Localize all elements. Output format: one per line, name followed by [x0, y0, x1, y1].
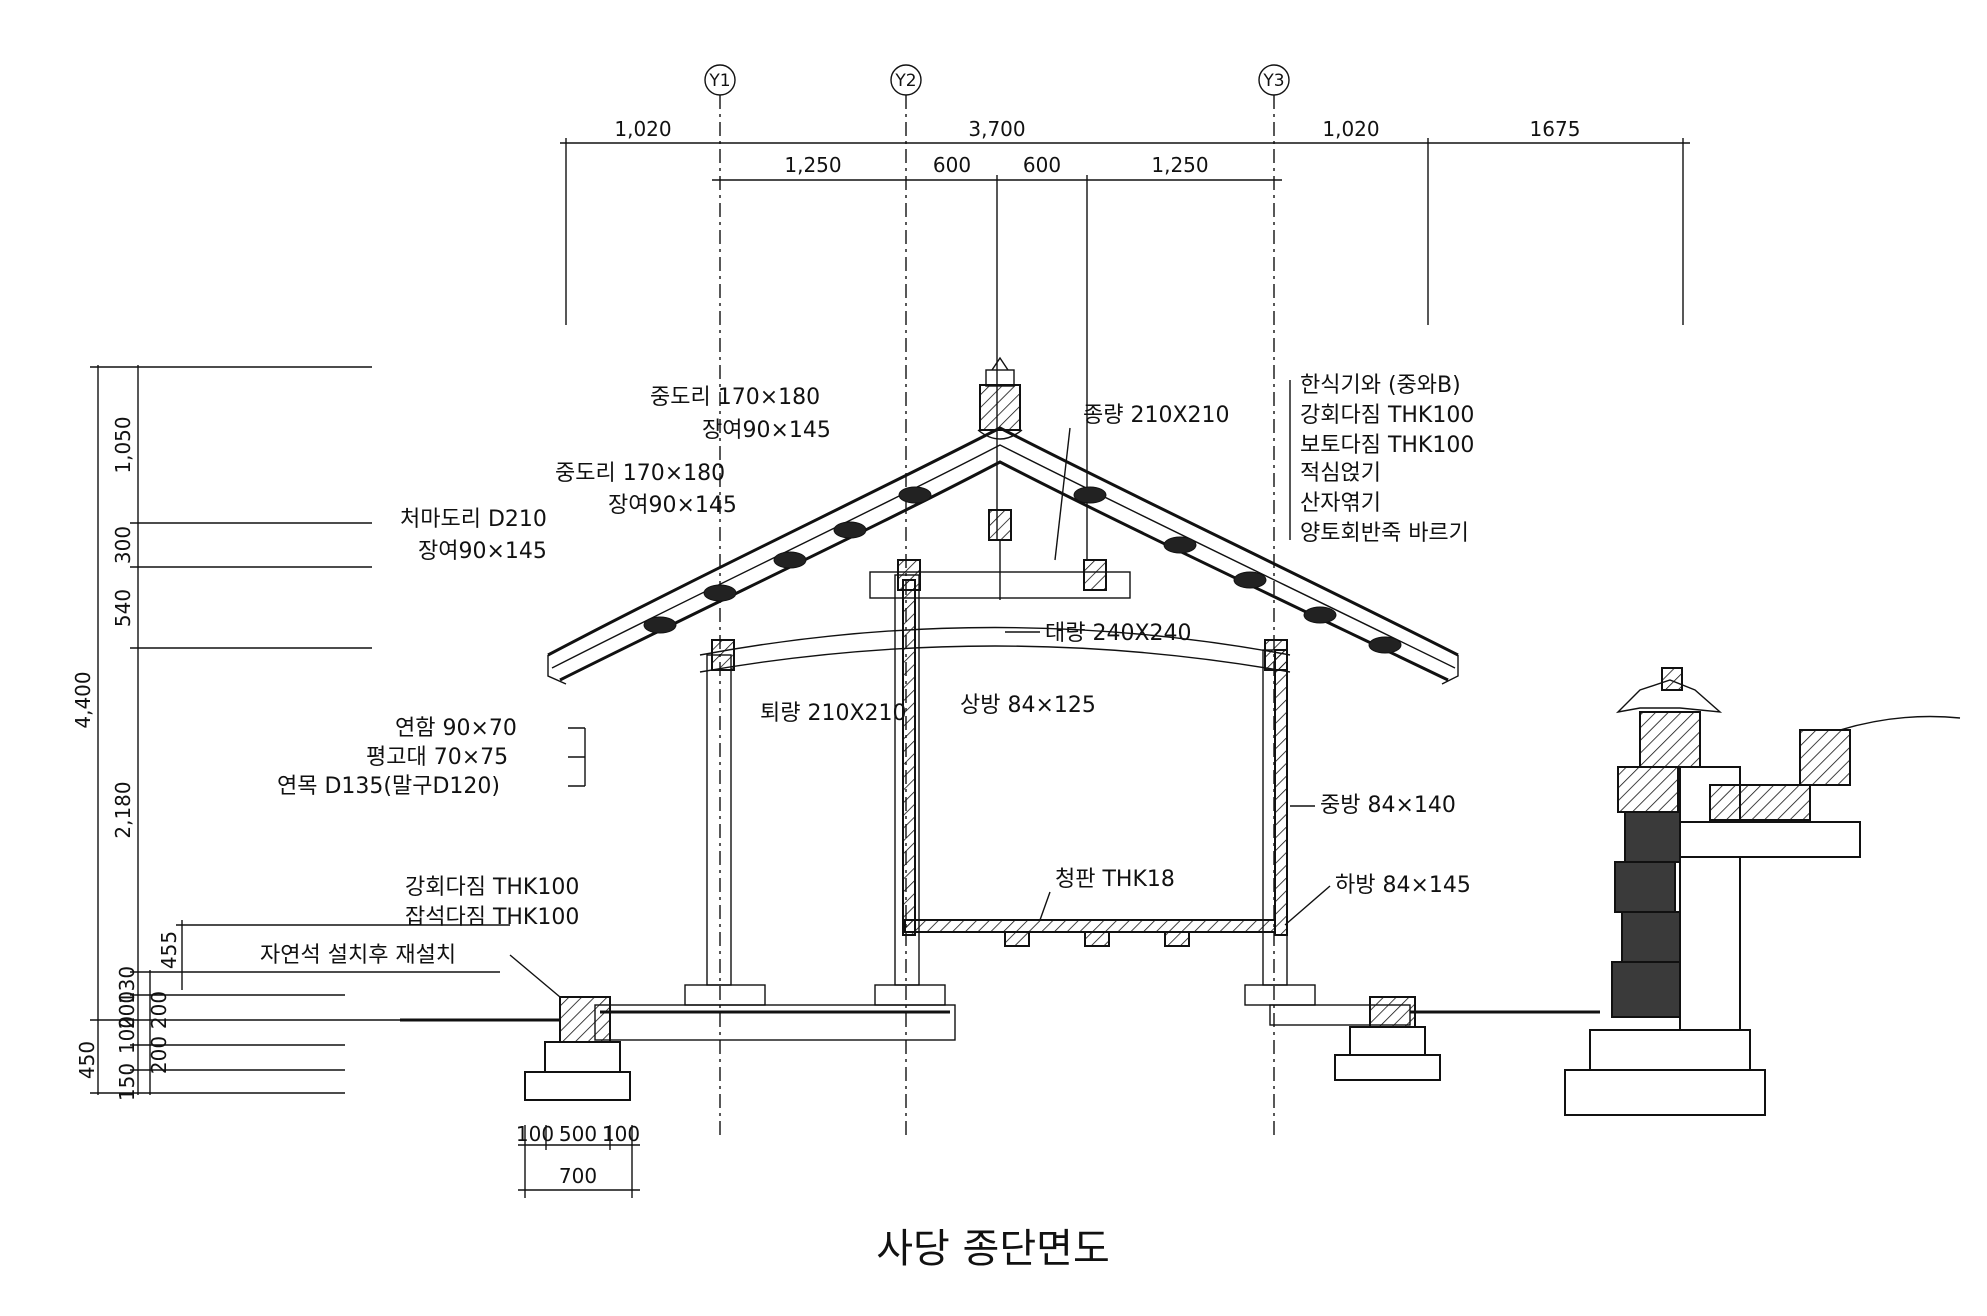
label-bracket-eave: 장여90×145	[418, 539, 547, 564]
eave-purlin-right	[1264, 639, 1288, 671]
label-bracket-lower: 장여90×145	[608, 493, 737, 518]
grid-axis-y1: Y1	[704, 64, 736, 1140]
ridge-ornament	[977, 356, 1023, 440]
label-natural-stone: 자연석 설치후 재설치	[260, 943, 456, 968]
dim-150: 150	[115, 1063, 139, 1101]
dim-100: 100	[115, 1016, 139, 1054]
dim-2180: 2,180	[111, 781, 135, 838]
label-middle-purlin-upper: 중도리 170×180	[650, 385, 820, 410]
label-pyeonggodae: 평고대 70×75	[366, 745, 508, 770]
grid-axis-label: Y1	[708, 71, 730, 91]
label-jongryang: 종량 210X210	[1083, 403, 1230, 428]
label-sanja: 산자엮기	[1300, 491, 1381, 516]
roof	[547, 356, 1459, 685]
left-dimensions: 4,400 1,050 300 540 2,180 455 130 200 10…	[71, 365, 555, 1101]
dim-200-lower: 200	[147, 1036, 171, 1074]
bottom-dimensions: 100 500 100 700	[516, 1122, 640, 1198]
label-middle-purlin-lower: 중도리 170×180	[555, 461, 725, 486]
label-jungbang: 중방 84×140	[1320, 793, 1456, 818]
floor-board	[904, 919, 1276, 933]
dim-bottom-100-right: 100	[602, 1122, 640, 1146]
grid-axis-label: Y3	[1262, 71, 1284, 91]
dim-1020-right: 1,020	[1322, 117, 1379, 141]
label-soil-compaction: 보토다짐 THK100	[1300, 433, 1474, 458]
label-daeryang: 대량 240X240	[1045, 621, 1192, 646]
dim-540: 540	[111, 589, 135, 627]
grid-axis-y3: Y3	[1258, 64, 1290, 1140]
dim-300: 300	[111, 526, 135, 564]
labels-left: 중도리 170×180 장여90×145 중도리 170×180 장여90×14…	[260, 385, 831, 998]
dim-bottom-500: 500	[559, 1122, 597, 1146]
eave-purlin	[711, 639, 735, 671]
label-rafter: 연목 D135(말구D120)	[277, 774, 500, 799]
labels-right: 한식기와 (중와B) 강회다짐 THK100 보토다짐 THK100 적심얹기 …	[1284, 373, 1474, 926]
label-habang: 하방 84×145	[1335, 873, 1471, 898]
dim-600-right: 600	[1023, 153, 1061, 177]
structure	[400, 509, 1600, 1101]
dim-4400: 4,400	[71, 671, 95, 728]
label-cheongpan: 청판 THK18	[1055, 867, 1175, 892]
dim-1675: 1675	[1530, 117, 1581, 141]
labels-center: 종량 210X210 대량 240X240 퇴량 210X210 상방 84×1…	[760, 403, 1230, 921]
dim-3700: 3,700	[968, 117, 1025, 141]
roof-tiles-right	[1073, 486, 1402, 654]
dim-450: 450	[75, 1041, 99, 1079]
dim-bottom-700: 700	[559, 1164, 597, 1188]
dim-1050: 1,050	[111, 416, 135, 473]
dim-bottom-100-left: 100	[516, 1122, 554, 1146]
dim-200-mid: 200	[115, 991, 139, 1029]
label-lime-compaction-right: 강회다짐 THK100	[1300, 403, 1474, 428]
dim-1250-right: 1,250	[1151, 153, 1208, 177]
label-jeoksim: 적심얹기	[1300, 461, 1381, 486]
middle-purlin-left	[897, 559, 921, 591]
label-korean-tile: 한식기와 (중와B)	[1300, 373, 1461, 398]
dim-130: 130	[115, 966, 139, 1004]
ridge-purlin	[988, 509, 1012, 541]
grid-axis-label: Y2	[894, 71, 916, 91]
label-eave-purlin: 처마도리 D210	[400, 507, 547, 532]
dim-1020-left: 1,020	[614, 117, 671, 141]
label-lime-compaction-left: 강회다짐 THK100	[405, 875, 579, 900]
top-dimension-row-2: 1,250 600 600 1,250	[712, 153, 1282, 560]
dim-455: 455	[157, 931, 181, 969]
main-beam	[699, 626, 1291, 656]
middle-purlin-right	[1083, 559, 1107, 591]
column-y1	[706, 654, 732, 986]
label-toeryang: 퇴량 210X210	[760, 701, 907, 726]
dim-200-upper: 200	[147, 991, 171, 1029]
label-yeonham: 연함 90×70	[395, 716, 517, 741]
foundation-pad	[594, 1004, 956, 1041]
dim-600-left: 600	[933, 153, 971, 177]
label-bracket-upper: 장여90×145	[702, 418, 831, 443]
dim-1250-left: 1,250	[784, 153, 841, 177]
drawing-title: 사당 종단면도	[876, 1226, 1110, 1272]
curb-stone-left	[559, 996, 611, 1043]
roof-tiles-left	[643, 486, 932, 634]
top-dimension-row-1: 1,020 3,700 1,020 1675	[560, 117, 1690, 325]
label-sangbang: 상방 84×125	[960, 693, 1096, 718]
boundary-wall	[1564, 667, 1961, 1116]
label-rubble-compaction: 잡석다짐 THK100	[405, 905, 579, 930]
label-clay-plaster: 양토회반죽 바르기	[1300, 521, 1469, 546]
